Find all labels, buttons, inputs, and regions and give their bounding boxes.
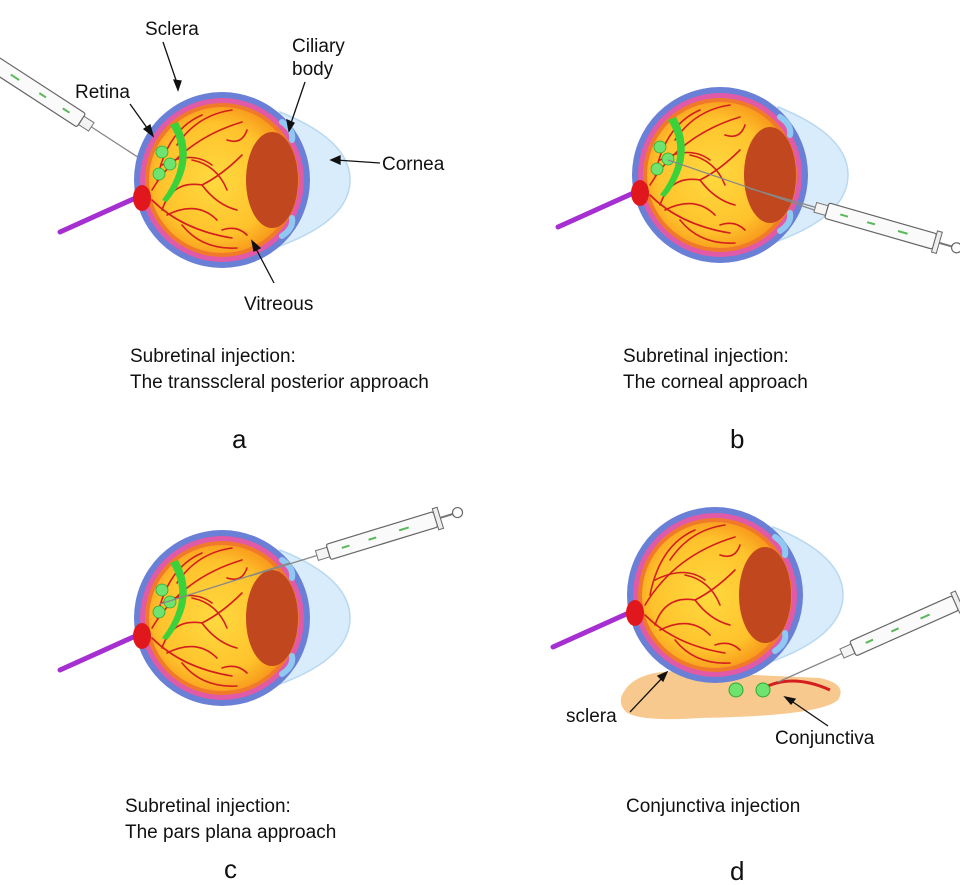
panel-letter-a: a	[232, 424, 247, 454]
caption-b-line1: Subretinal injection:	[623, 346, 789, 367]
panel-letter-d: d	[730, 856, 744, 885]
label-sclera-d: sclera	[566, 706, 617, 727]
eye-c	[60, 530, 350, 706]
panel-letter-b: b	[730, 424, 744, 454]
panel-c: Subretinal injection: The pars plana app…	[60, 501, 466, 884]
injected-bleb-2	[756, 683, 770, 697]
label-sclera: Sclera	[145, 19, 199, 40]
label-retina: Retina	[75, 82, 130, 103]
label-ciliary-line2: body	[292, 59, 334, 80]
panel-letter-c: c	[224, 854, 237, 884]
label-conjunctiva: Conjunctiva	[775, 728, 875, 749]
label-cornea: Cornea	[382, 154, 445, 175]
panel-a: Sclera Retina Ciliary body Cornea Vitreo…	[0, 19, 445, 454]
label-ciliary-line1: Ciliary	[292, 36, 345, 57]
caption-a-line2: The transscleral posterior approach	[130, 372, 429, 393]
eye-b	[558, 87, 848, 263]
caption-b-line2: The corneal approach	[623, 372, 808, 393]
panel-d: sclera Conjunctiva Conjunctiva injection…	[553, 507, 960, 885]
syringe-a	[0, 35, 156, 174]
caption-c-line2: The pars plana approach	[125, 822, 336, 843]
injected-bleb-1	[729, 683, 743, 697]
panel-b: Subretinal injection: The corneal approa…	[558, 87, 960, 454]
caption-c-line1: Subretinal injection:	[125, 796, 291, 817]
eye-d	[553, 507, 843, 683]
caption-d-line1: Conjunctiva injection	[626, 796, 800, 817]
caption-a-line1: Subretinal injection:	[130, 346, 296, 367]
eye-a	[60, 92, 350, 268]
label-vitreous: Vitreous	[244, 294, 313, 315]
